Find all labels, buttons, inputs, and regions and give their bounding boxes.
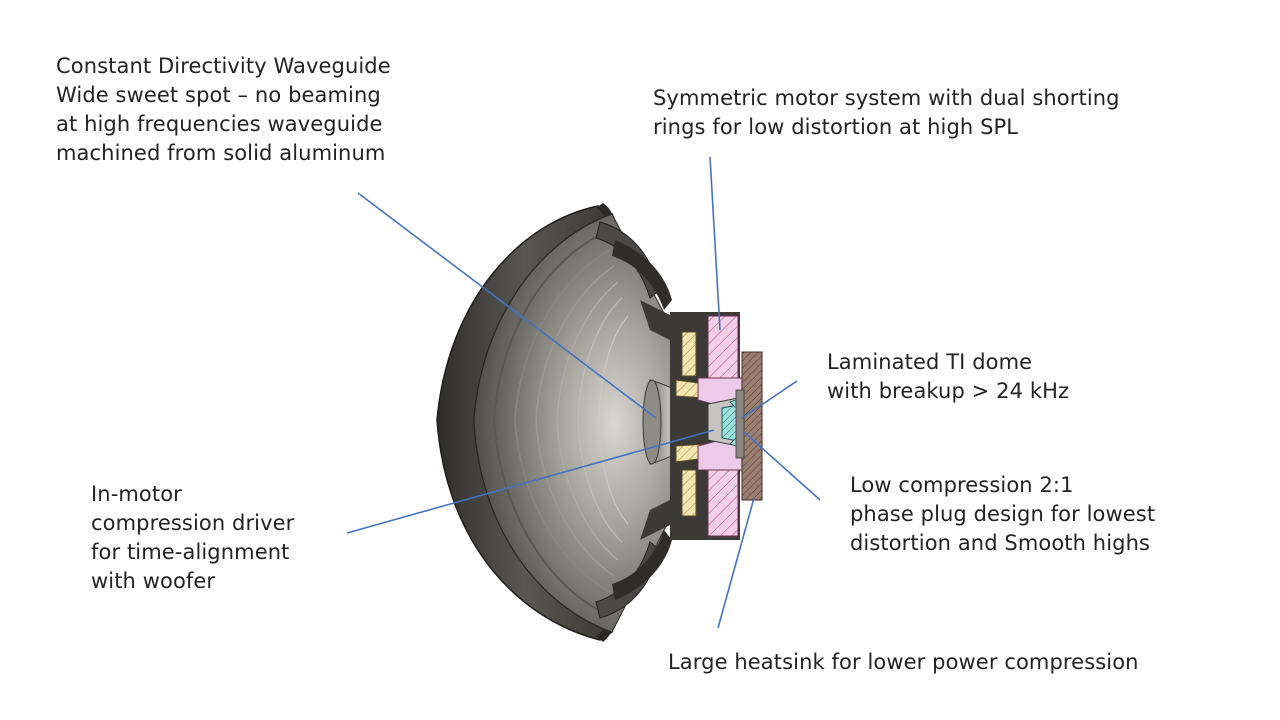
label-line: In-motor <box>91 482 182 506</box>
label-line: machined from solid aluminum <box>56 141 386 165</box>
label-line: Low compression 2:1 <box>850 473 1074 497</box>
label-line: with woofer <box>91 569 216 593</box>
label-line: rings for low distortion at high SPL <box>653 115 1019 139</box>
label-motor-system: Symmetric motor system with dual shortin… <box>653 84 1120 142</box>
label-line: Symmetric motor system with dual shortin… <box>653 86 1120 110</box>
label-line: distortion and Smooth highs <box>850 531 1151 555</box>
label-dome: Laminated TI dome with breakup > 24 kHz <box>827 348 1069 406</box>
label-heatsink: Large heatsink for lower power compressi… <box>668 648 1139 677</box>
label-line: with breakup > 24 kHz <box>827 379 1070 403</box>
label-compression-driver: In-motor compression driver for time-ali… <box>91 480 294 596</box>
leader-driver <box>346 429 715 534</box>
label-line: Laminated TI dome <box>827 350 1033 374</box>
label-line: for time-alignment <box>91 540 290 564</box>
leader-waveguide <box>357 192 657 419</box>
label-line: Wide sweet spot – no beaming <box>56 83 381 107</box>
label-line: at high frequencies waveguide <box>56 112 383 136</box>
woofer-cone <box>436 203 701 642</box>
label-line: compression driver <box>91 511 295 535</box>
label-line: Large heatsink for lower power compressi… <box>668 650 1139 674</box>
leader-heatsink <box>717 497 755 629</box>
label-waveguide: Constant Directivity Waveguide Wide swee… <box>56 52 391 168</box>
label-phase-plug: Low compression 2:1 phase plug design fo… <box>850 471 1155 558</box>
motor-assembly <box>670 312 763 540</box>
leader-lines <box>346 156 821 629</box>
label-line: Constant Directivity Waveguide <box>56 54 391 78</box>
leader-motor <box>709 156 721 331</box>
label-line: phase plug design for lowest <box>850 502 1156 526</box>
leader-dome <box>741 380 798 419</box>
leader-phase-plug <box>743 431 821 501</box>
